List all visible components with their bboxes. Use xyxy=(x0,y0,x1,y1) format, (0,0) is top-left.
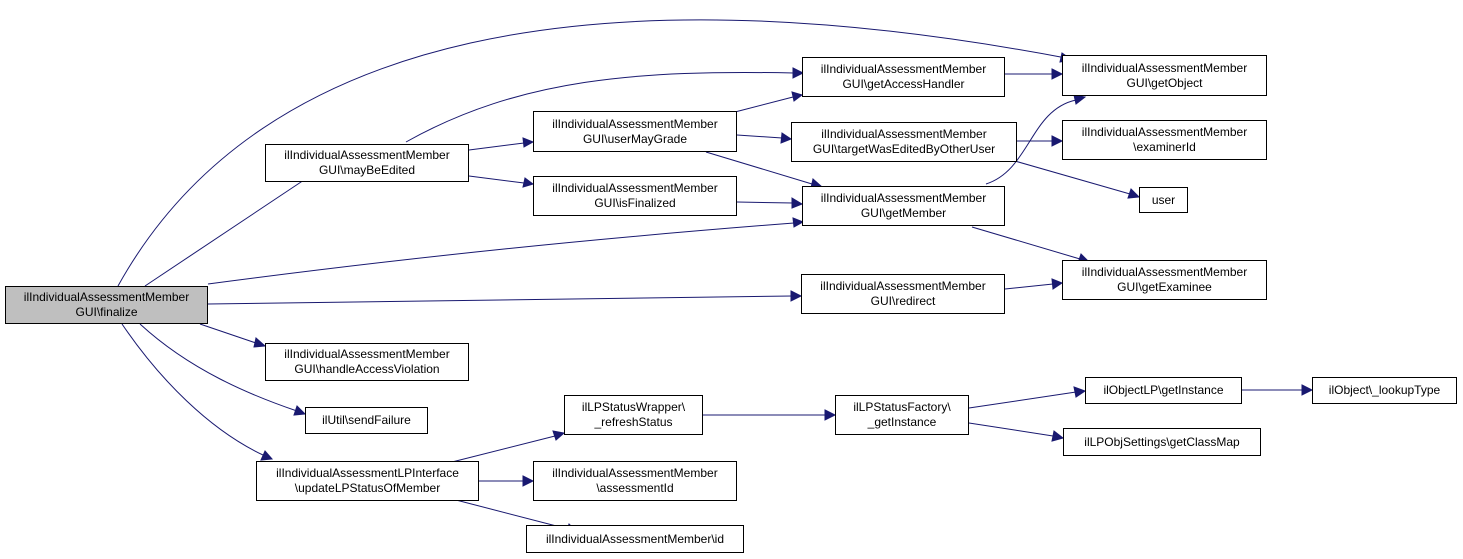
edge-finalize-updateLP xyxy=(121,323,274,461)
edge-mayBeEdited-userMayGrade xyxy=(468,137,535,151)
edge-targetWasEdited-examinerId xyxy=(1017,135,1064,147)
edge-userMayGrade-getMember xyxy=(705,151,824,189)
node-objectLPInstance[interactable]: ilObjectLP\getInstance xyxy=(1085,377,1242,404)
node-mayBeEdited[interactable]: ilIndividualAssessmentMember GUI\mayBeEd… xyxy=(265,144,469,182)
edge-getAccessHandler-getObject xyxy=(1005,68,1064,80)
node-label: ilIndividualAssessmentMember\id xyxy=(545,531,725,546)
node-label: GUI\handleAccessViolation xyxy=(294,362,440,376)
edge-userMayGrade-targetWasEdited xyxy=(736,132,793,144)
node-refreshStatus[interactable]: ilLPStatusWrapper\ _refreshStatus xyxy=(564,395,703,435)
node-label: ilIndividualAssessmentMember xyxy=(552,181,718,195)
edge-finalize-mayBeEdited xyxy=(144,165,326,287)
node-label: GUI\isFinalized xyxy=(594,196,676,210)
node-label: user xyxy=(1151,192,1176,207)
edge-isFinalized-getMember xyxy=(736,197,804,209)
node-redirect[interactable]: ilIndividualAssessmentMember GUI\redirec… xyxy=(801,274,1005,314)
node-label: \examinerId xyxy=(1133,140,1196,154)
node-memberId[interactable]: ilIndividualAssessmentMember\id xyxy=(526,525,744,553)
node-label: ilIndividualAssessmentMember xyxy=(1081,125,1248,139)
node-getExaminee[interactable]: ilIndividualAssessmentMember GUI\getExam… xyxy=(1062,260,1267,300)
edge-getMember-getExaminee xyxy=(971,226,1091,264)
node-label: GUI\targetWasEditedByOtherUser xyxy=(812,142,996,156)
node-objSettings[interactable]: ilLPObjSettings\getClassMap xyxy=(1063,428,1261,456)
node-label: GUI\getExaminee xyxy=(1117,280,1212,294)
node-label: GUI\getAccessHandler xyxy=(842,77,965,91)
node-label: ilIndividualAssessmentMember xyxy=(284,347,450,361)
node-label: GUI\getObject xyxy=(1126,75,1203,90)
node-label: _getInstance xyxy=(867,415,937,429)
node-label: ilLPObjSettings\getClassMap xyxy=(1084,434,1240,449)
node-label: ilObjectLP\getInstance xyxy=(1103,383,1224,397)
node-handleAccessViolation[interactable]: ilIndividualAssessmentMember GUI\handleA… xyxy=(265,343,469,381)
node-label: ilIndividualAssessmentMember xyxy=(820,62,987,76)
node-userMayGrade[interactable]: ilIndividualAssessmentMember GUI\userMay… xyxy=(533,111,737,152)
edge-finalize-sendFailure xyxy=(139,323,307,416)
node-label: ilIndividualAssessmentMember xyxy=(23,290,190,304)
edge-refreshStatus-statusFactory xyxy=(703,409,837,421)
node-user[interactable]: user xyxy=(1139,187,1188,213)
node-label: ilIndividualAssessmentMember xyxy=(820,279,986,293)
node-label: ilLPStatusFactory\ xyxy=(853,400,951,414)
edge-userMayGrade-getAccessHandler xyxy=(734,91,804,113)
node-finalize[interactable]: ilIndividualAssessmentMember GUI\finaliz… xyxy=(5,286,208,324)
node-label: _refreshStatus xyxy=(594,415,673,429)
edge-statusFactory-objSettings xyxy=(968,422,1065,442)
node-assessmentId[interactable]: ilIndividualAssessmentMember \assessment… xyxy=(533,461,737,501)
node-updateLPStatusOfMember[interactable]: ilIndividualAssessmentLPInterface \updat… xyxy=(256,461,479,501)
node-label: ilIndividualAssessmentLPInterface xyxy=(276,466,459,480)
node-label: GUI\redirect xyxy=(870,294,936,308)
node-examinerId[interactable]: ilIndividualAssessmentMember \examinerId xyxy=(1062,120,1267,160)
node-getObject[interactable]: ilIndividualAssessmentMember GUI\getObje… xyxy=(1062,55,1267,96)
node-label: GUI\finalize xyxy=(75,305,138,319)
node-label: ilIndividualAssessmentMember xyxy=(284,148,450,162)
node-getMember[interactable]: ilIndividualAssessmentMember GUI\getMemb… xyxy=(802,186,1005,226)
node-getAccessHandler[interactable]: ilIndividualAssessmentMember GUI\getAcce… xyxy=(802,57,1005,97)
edge-mayBeEdited-getAccessHandler xyxy=(405,67,805,143)
node-label: GUI\getMember xyxy=(860,206,947,220)
node-label: GUI\userMayGrade xyxy=(582,131,688,146)
node-label: ilUtil\sendFailure xyxy=(322,413,411,427)
edge-objectLPInstance-lookupType xyxy=(1242,384,1314,396)
node-label: \updateLPStatusOfMember xyxy=(294,481,441,495)
edge-getMember-getObject xyxy=(985,94,1087,185)
edge-updateLP-assessmentId xyxy=(479,475,535,487)
edge-finalize-redirect xyxy=(207,290,803,305)
edge-targetWasEdited-user xyxy=(1007,158,1141,199)
node-label: ilIndividualAssessmentMember xyxy=(1081,60,1248,75)
edge-mayBeEdited-isFinalized xyxy=(468,175,535,188)
edge-finalize-handleAccessViolation xyxy=(199,323,267,348)
node-label: ilLPStatusWrapper\ xyxy=(581,400,686,414)
node-lookupType[interactable]: ilObject\_lookupType xyxy=(1312,377,1457,404)
node-sendFailure[interactable]: ilUtil\sendFailure xyxy=(305,407,428,434)
node-targetWasEditedByOtherUser[interactable]: ilIndividualAssessmentMember GUI\targetW… xyxy=(791,122,1017,162)
edge-statusFactory-objectLPInstance xyxy=(968,386,1087,409)
node-label: ilIndividualAssessmentMember xyxy=(552,466,718,480)
node-label: ilObject\_lookupType xyxy=(1328,383,1441,397)
edge-redirect-getExaminee xyxy=(1004,278,1064,290)
node-label: ilIndividualAssessmentMember xyxy=(1081,265,1248,279)
node-label: ilIndividualAssessmentMember xyxy=(552,116,718,131)
node-isFinalized[interactable]: ilIndividualAssessmentMember GUI\isFinal… xyxy=(533,176,737,216)
node-label: GUI\mayBeEdited xyxy=(318,163,416,177)
node-label: ilIndividualAssessmentMember xyxy=(820,191,987,205)
node-statusFactory[interactable]: ilLPStatusFactory\ _getInstance xyxy=(835,395,969,435)
node-label: ilIndividualAssessmentMember xyxy=(821,127,987,141)
node-label: \assessmentId xyxy=(596,481,674,495)
edge-updateLP-refreshStatus xyxy=(451,430,566,463)
edge-finalize-getMember xyxy=(207,217,805,285)
